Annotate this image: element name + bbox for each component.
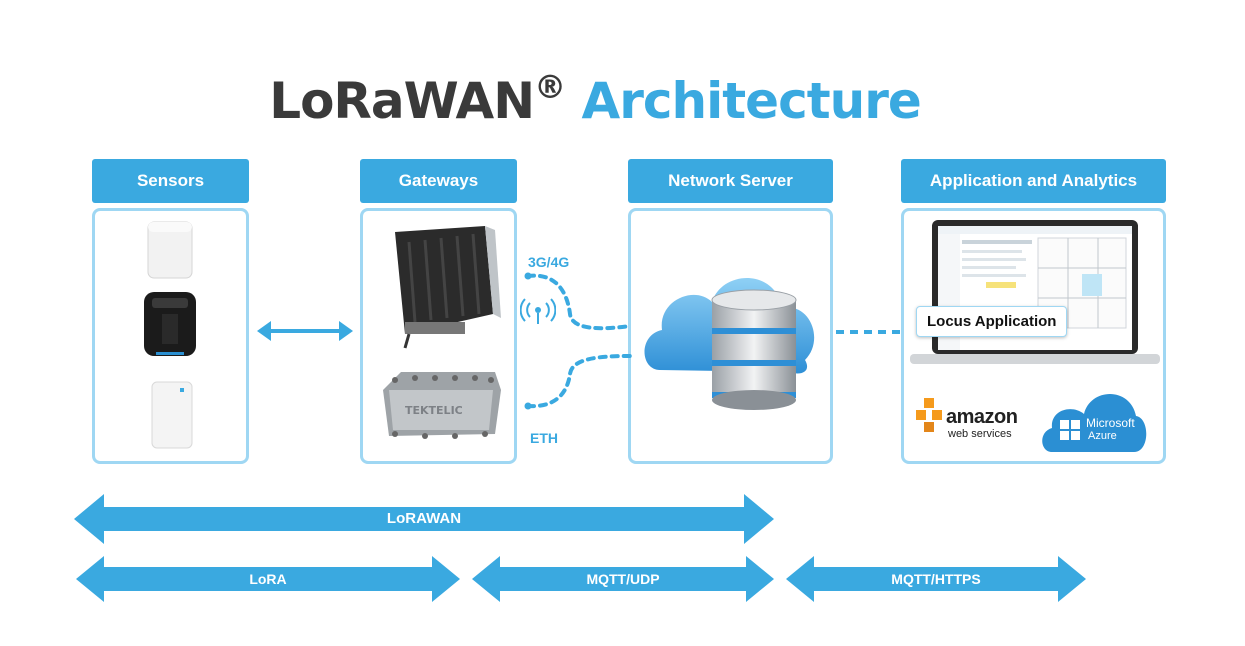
rugged-sensor-icon (144, 292, 196, 356)
aws-logo-icon (916, 398, 942, 432)
lorawan-label: LoRAWAN (386, 510, 462, 527)
header-application-analytics: Application and Analytics (901, 159, 1166, 203)
cloud-database-icon (644, 277, 815, 410)
page-title: LoRaWAN® Architecture (0, 68, 1190, 130)
azure-logo-subtext: Azure (1088, 430, 1117, 442)
mqtt-https-arrow (786, 556, 1086, 602)
lorawan-arrow (74, 494, 774, 544)
gateway-devices: TEKTELIC (383, 226, 501, 439)
wireless-signal-icon (520, 298, 556, 324)
outdoor-gateway-icon: TEKTELIC (383, 372, 501, 439)
header-network-server: Network Server (628, 159, 833, 203)
gateway-brand-text: TEKTELIC (405, 404, 463, 417)
lora-label: LoRA (249, 571, 287, 587)
room-sensor-icon (147, 221, 193, 279)
mqtt-https-label: MQTT/HTTPS (891, 571, 981, 587)
title-part1: LoRaWAN (269, 72, 535, 130)
title-part2: Architecture (581, 72, 922, 130)
mqtt-udp-arrow (472, 556, 774, 602)
label-3g-4g: 3G/4G (528, 254, 570, 270)
gateway-server-connectors (524, 272, 632, 410)
aws-logo-text: amazon (946, 406, 1018, 428)
azure-logo-text: Microsoft (1086, 416, 1135, 430)
header-sensors: Sensors (92, 159, 249, 203)
header-gateways: Gateways (360, 159, 517, 203)
mqtt-udp-label: MQTT/UDP (586, 571, 660, 587)
aws-logo-subtext: web services (948, 428, 1012, 440)
locus-application-label: Locus Application (916, 306, 1068, 337)
sensor-gateway-arrow (257, 321, 353, 341)
server-app-connector (836, 330, 902, 334)
label-eth: ETH (530, 430, 558, 446)
protocol-arrows (74, 494, 1086, 602)
indoor-gateway-icon (395, 226, 501, 349)
sensor-devices (144, 221, 196, 449)
registered-mark: ® (534, 68, 566, 106)
slim-sensor-icon (151, 381, 193, 449)
lora-arrow (76, 556, 460, 602)
laptop-icon (910, 220, 1160, 364)
azure-cloud-icon (1042, 394, 1147, 452)
